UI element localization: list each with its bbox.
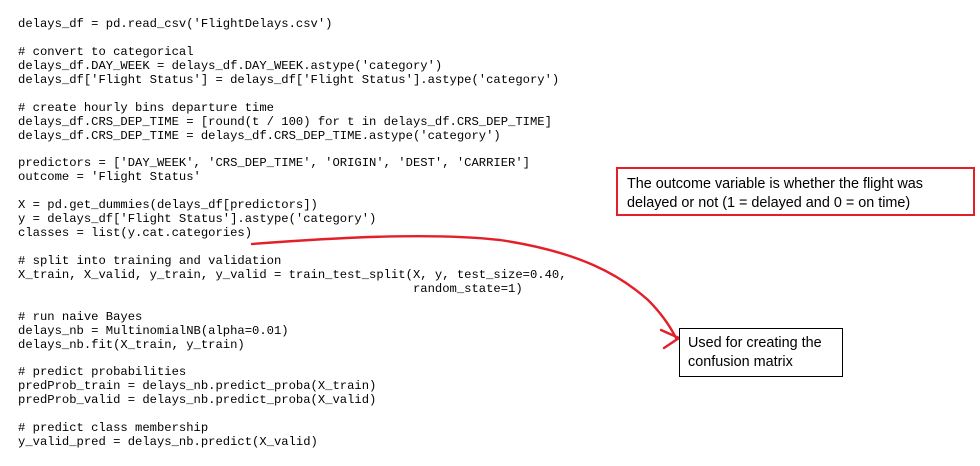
code-line: delays_df.DAY_WEEK = delays_df.DAY_WEEK.… xyxy=(18,58,443,73)
code-block: delays_df = pd.read_csv('FlightDelays.cs… xyxy=(18,17,638,450)
annotation-arrow-line xyxy=(250,234,678,340)
code-line: # predict probabilities xyxy=(18,365,187,380)
code-line: classes = list(y.cat.categories) xyxy=(18,226,253,241)
code-line: y_valid_pred = delays_nb.predict(X_valid… xyxy=(18,435,318,450)
code-line: delays_df.CRS_DEP_TIME = [round(t / 100)… xyxy=(18,114,552,129)
code-line: delays_df['Flight Status'] = delays_df['… xyxy=(18,72,560,87)
code-line: # predict class membership xyxy=(18,421,209,436)
classes-callout: Used for creating the confusion matrix xyxy=(679,328,843,377)
code-line: # run naive Bayes xyxy=(18,309,143,324)
code-line: # split into training and validation xyxy=(18,253,282,268)
code-line: predProb_valid = delays_nb.predict_proba… xyxy=(18,393,377,408)
code-line: predictors = ['DAY_WEEK', 'CRS_DEP_TIME'… xyxy=(18,156,530,171)
code-line: predProb_train = delays_nb.predict_proba… xyxy=(18,379,377,394)
code-line: delays_df = pd.read_csv('FlightDelays.cs… xyxy=(18,17,333,31)
classes-callout-line-1: Used for creating the xyxy=(688,335,822,351)
code-line: delays_nb = MultinomialNB(alpha=0.01) xyxy=(18,323,289,338)
outcome-callout-line-2: delayed or not (1 = delayed and 0 = on t… xyxy=(627,194,911,211)
outcome-variable-callout: The outcome variable is whether the flig… xyxy=(616,167,975,216)
annotation-arrowhead xyxy=(659,328,681,350)
code-line: random_state=1) xyxy=(18,281,523,296)
code-line: X_train, X_valid, y_train, y_valid = tra… xyxy=(18,267,567,282)
code-line: delays_nb.fit(X_train, y_train) xyxy=(18,337,245,352)
code-line: # create hourly bins departure time xyxy=(18,100,274,115)
outcome-callout-line-1: The outcome variable is whether the flig… xyxy=(627,176,923,192)
code-line: # convert to categorical xyxy=(18,44,194,59)
code-line: X = pd.get_dummies(delays_df[predictors]… xyxy=(18,198,318,213)
code-line: y = delays_df['Flight Status'].astype('c… xyxy=(18,212,377,227)
code-line: delays_df.CRS_DEP_TIME = delays_df.CRS_D… xyxy=(18,128,501,143)
classes-callout-line-2: confusion matrix xyxy=(688,353,793,370)
code-line: outcome = 'Flight Status' xyxy=(18,170,201,185)
